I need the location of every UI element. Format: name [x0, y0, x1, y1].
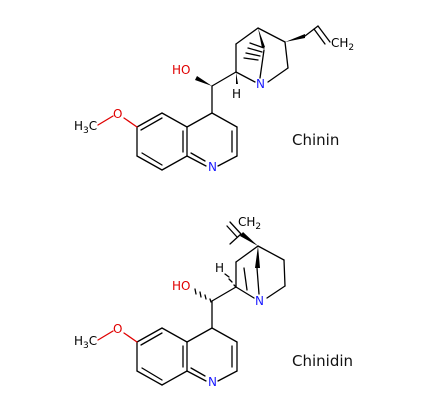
- methoxy-bond-chinin: [123, 117, 138, 128]
- quinoline-ring-chinin: [136, 112, 238, 171]
- molecule-name-chinidin: Chinidin: [292, 352, 353, 370]
- ch2-label-chinidin: CH2: [238, 215, 261, 232]
- h-label-chinidin: H: [215, 261, 224, 275]
- molecule-chinin: O H3C N HO H N CH2: [74, 25, 354, 174]
- h-label-chinin: H: [232, 87, 241, 101]
- molecule-chinidin: O H3C N HO H N: [74, 215, 353, 389]
- hydroxy-label-chinin: HO: [172, 63, 190, 77]
- bridge-nitrogen-label-chinin: N: [256, 77, 265, 91]
- molecule-name-chinin: Chinin: [292, 131, 339, 149]
- ring-nitrogen-label-chinidin: N: [208, 375, 217, 389]
- quinuclidine-cage-chinin: H N: [232, 27, 289, 101]
- hashed-wedge-oh-chinidin: [194, 288, 212, 303]
- ring-nitrogen-label-chinin: N: [208, 160, 217, 174]
- ch2-label-chinin: CH2: [331, 36, 354, 53]
- oxygen-label-chinidin: O: [113, 322, 122, 336]
- wedge-vinyl-chinidin: [240, 232, 258, 246]
- hydroxy-label-chinidin: HO: [172, 279, 190, 293]
- methoxy-bond-chinidin: [123, 332, 138, 343]
- wedge-vinyl-chinin: [285, 34, 305, 42]
- bridge-nitrogen-label-chinidin: N: [255, 294, 264, 308]
- quinuclidine-cage-chinidin: H N: [215, 245, 286, 308]
- hashed-wedge-h-chinidin: [224, 273, 237, 288]
- methyl-label-chinin: H3C: [74, 119, 97, 136]
- methyl-label-chinidin: H3C: [74, 334, 97, 351]
- wedge-oh-chinin: [195, 76, 212, 86]
- quinoline-ring-chinidin: [136, 327, 238, 386]
- oxygen-label-chinin: O: [113, 107, 122, 121]
